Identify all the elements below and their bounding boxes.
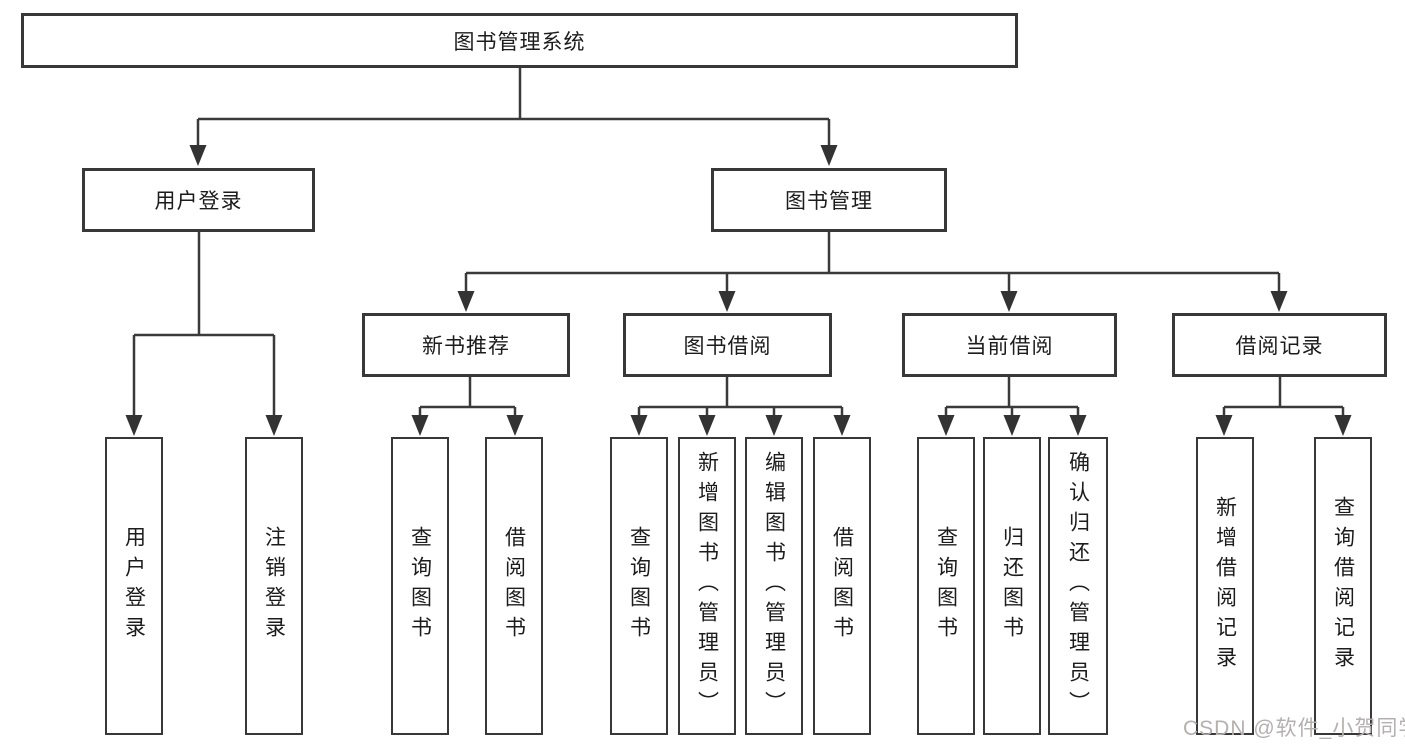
node-book-borrowing: 图书借阅 [623, 313, 832, 377]
node-book-borrowing-label: 图书借阅 [683, 335, 772, 358]
node-library-system: 图书管理系统 [21, 13, 1018, 68]
leaf-records-add-record: 新增借阅记录 [1196, 437, 1254, 735]
leaf-borrow-edit-book-label: 编辑图书（管理员） [762, 451, 786, 721]
leaf-current-confirm-return: 确认归还（管理员） [1048, 437, 1108, 735]
node-library-system-label: 图书管理系统 [453, 30, 586, 54]
leaf-recommend-borrow-book: 借阅图书 [485, 437, 543, 735]
node-book-management: 图书管理 [711, 168, 947, 232]
leaf-records-query-record: 查询借阅记录 [1314, 437, 1372, 735]
leaf-current-query-book-label: 查询图书 [934, 526, 958, 646]
leaf-borrow-edit-book: 编辑图书（管理员） [745, 437, 803, 735]
leaf-current-return-book-label: 归还图书 [1000, 526, 1024, 646]
leaf-login: 用户登录 [105, 437, 163, 735]
node-user-login: 用户登录 [82, 168, 315, 232]
edge-current-to-leaves [944, 377, 1080, 418]
leaf-borrow-add-book-label: 新增图书（管理员） [695, 451, 719, 721]
leaf-borrow-borrow-book: 借阅图书 [813, 437, 871, 735]
leaf-borrow-query-book: 查询图书 [610, 437, 668, 735]
leaf-borrow-borrow-book-label: 借阅图书 [830, 526, 854, 646]
node-current-borrowing-label: 当前借阅 [965, 335, 1054, 358]
node-borrowing-records-label: 借阅记录 [1235, 335, 1324, 358]
leaf-recommend-query-book: 查询图书 [391, 437, 449, 735]
leaf-current-query-book: 查询图书 [917, 437, 975, 735]
edge-root-to-level2 [196, 68, 831, 148]
leaf-current-return-book: 归还图书 [983, 437, 1041, 735]
edge-newbook-to-leaves [418, 377, 517, 418]
edge-userlogin-to-leaves [132, 232, 276, 417]
leaf-records-add-record-label: 新增借阅记录 [1213, 496, 1237, 676]
node-new-book-recommend-label: 新书推荐 [422, 335, 510, 358]
leaf-logout: 注销登录 [245, 437, 303, 735]
edge-borrowing-to-leaves [637, 377, 844, 418]
node-borrowing-records: 借阅记录 [1172, 313, 1387, 377]
leaf-recommend-query-book-label: 查询图书 [408, 526, 432, 646]
node-book-management-label: 图书管理 [785, 190, 873, 213]
csdn-watermark: CSDN @软件_小贺同学 [1183, 717, 1405, 740]
leaf-login-label: 用户登录 [122, 526, 146, 646]
node-new-book-recommend: 新书推荐 [362, 313, 570, 377]
leaf-recommend-borrow-book-label: 借阅图书 [502, 526, 526, 646]
edge-bookmgmt-to-level3 [464, 232, 1281, 293]
leaf-borrow-query-book-label: 查询图书 [627, 526, 651, 646]
leaf-borrow-add-book: 新增图书（管理员） [678, 437, 736, 735]
leaf-records-query-record-label: 查询借阅记录 [1331, 496, 1355, 676]
leaf-current-confirm-return-label: 确认归还（管理员） [1066, 451, 1090, 721]
leaf-logout-label: 注销登录 [262, 526, 286, 646]
node-current-borrowing: 当前借阅 [902, 313, 1117, 377]
edge-records-to-leaves [1222, 377, 1345, 418]
node-user-login-label: 用户登录 [154, 190, 243, 213]
